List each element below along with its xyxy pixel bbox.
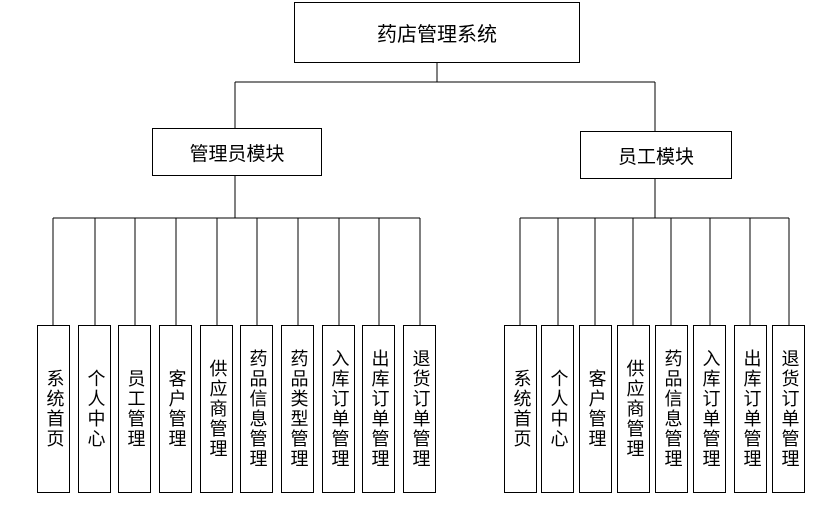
admin-leaf-4: 客户管理 [159, 325, 192, 493]
admin-leaf-7: 药品类型管理 [281, 325, 314, 493]
admin-leaf-10: 退货订单管理 [403, 325, 436, 493]
staff-module-node: 员工模块 [580, 131, 732, 179]
staff-leaf-4: 供应商管理 [617, 325, 650, 493]
admin-leaf-1: 系统首页 [37, 325, 70, 493]
staff-leaf-3: 客户管理 [579, 325, 612, 493]
admin-leaf-2: 个人中心 [78, 325, 111, 493]
staff-leaf-1: 系统首页 [504, 325, 537, 493]
admin-leaf-3: 员工管理 [118, 325, 151, 493]
staff-leaf-5: 药品信息管理 [655, 325, 688, 493]
staff-leaf-6: 入库订单管理 [693, 325, 726, 493]
staff-leaf-7: 出库订单管理 [734, 325, 767, 493]
staff-leaf-2: 个人中心 [541, 325, 574, 493]
root-node: 药店管理系统 [294, 2, 580, 63]
admin-module-node: 管理员模块 [152, 128, 322, 176]
admin-leaf-8: 入库订单管理 [322, 325, 355, 493]
admin-leaf-6: 药品信息管理 [240, 325, 273, 493]
staff-leaf-8: 退货订单管理 [772, 325, 805, 493]
admin-leaf-9: 出库订单管理 [362, 325, 395, 493]
admin-leaf-5: 供应商管理 [200, 325, 233, 493]
